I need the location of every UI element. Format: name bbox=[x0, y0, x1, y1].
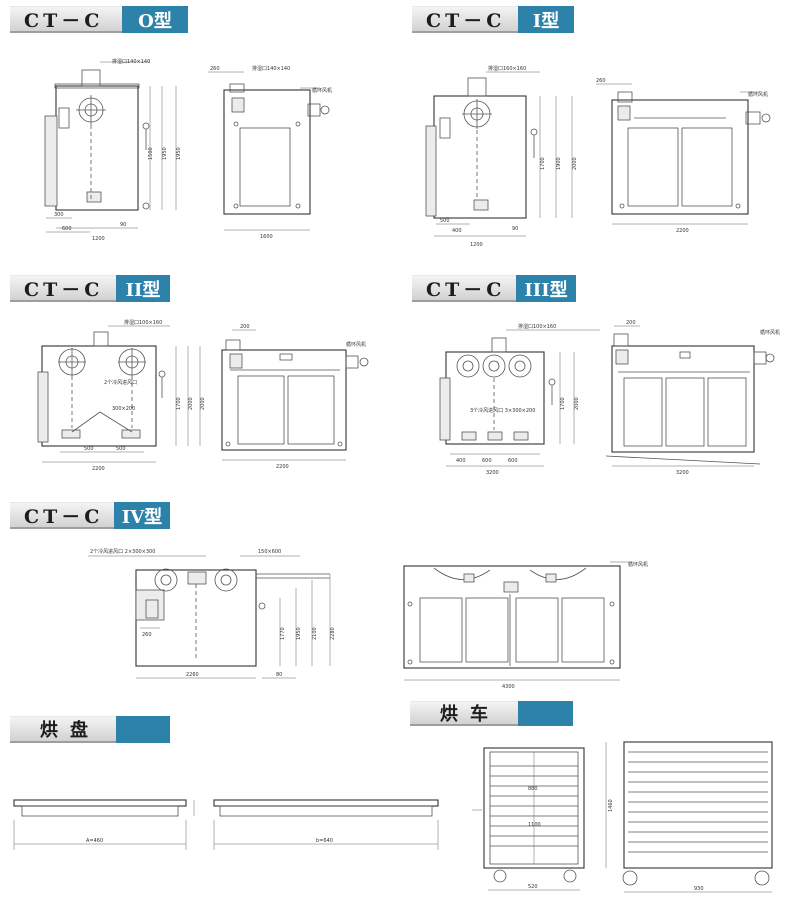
ii-dim-b: 500 bbox=[116, 446, 126, 452]
header-iii-prefix: CT－C bbox=[412, 275, 516, 302]
iii-dim-e: 2000 bbox=[574, 397, 580, 410]
i-side-dim-h: 260 bbox=[596, 78, 606, 84]
cart-dim-h2: 1100 bbox=[528, 822, 541, 828]
header-iv-type-badge: IV型 bbox=[114, 502, 170, 529]
header-ii-type: CT－C II型 bbox=[10, 275, 170, 302]
ii-dim-d: 2000 bbox=[188, 397, 194, 410]
o-side-dim-h: 260 bbox=[210, 66, 220, 72]
ii-side-dim-h: 200 bbox=[240, 324, 250, 330]
cart-side-dim: 1460 bbox=[608, 799, 614, 812]
ii-dim-a: 500 bbox=[84, 446, 94, 452]
cart-drawing: 880 1100 520 1460 930 bbox=[472, 741, 773, 893]
o-dim-b: 300 bbox=[54, 212, 64, 218]
i-control-label: 循环风机 bbox=[748, 91, 768, 98]
header-i-type: CT－C I型 bbox=[412, 6, 574, 33]
iv-dim-a: 260 bbox=[142, 632, 152, 638]
o-dim-c: 600 bbox=[62, 226, 72, 232]
i-type-front-view: 排湿口160×160 1200 500 400 90 1700 1900 200… bbox=[425, 65, 578, 248]
header-tray: 烘盘 bbox=[10, 716, 170, 743]
header-tray-badge bbox=[116, 716, 170, 743]
ii-vent-label: 2个冷风进风口 bbox=[104, 379, 137, 386]
iii-dim-c: 600 bbox=[508, 458, 518, 464]
tray-dim-b: b=640 bbox=[316, 838, 333, 844]
cart-side-shelves bbox=[628, 751, 768, 853]
iv-dim-e: 2280 bbox=[330, 627, 336, 640]
tray-drawing: A=460 b=640 bbox=[13, 799, 439, 850]
o-dim-d: 90 bbox=[120, 222, 126, 228]
iii-dim-a: 400 bbox=[456, 458, 466, 464]
header-ii-prefix: CT－C bbox=[10, 275, 116, 302]
iii-dim-b: 600 bbox=[482, 458, 492, 464]
o-dim-g: 1950 bbox=[176, 147, 182, 160]
header-i-type-badge: I型 bbox=[518, 6, 574, 33]
iii-dim-d: 1700 bbox=[560, 397, 566, 410]
header-o-type: CT－C O型 bbox=[10, 6, 188, 33]
i-inlet-label: 排湿口160×160 bbox=[488, 65, 526, 72]
ii-dim-w: 2200 bbox=[92, 466, 105, 472]
header-cart: 烘车 bbox=[410, 701, 573, 726]
iv-dim-d: 2100 bbox=[312, 627, 318, 640]
header-ii-type-badge: II型 bbox=[116, 275, 170, 302]
tray-dim-a: A=460 bbox=[86, 838, 103, 844]
iii-type-side-view: 循环风机 3200 200 bbox=[605, 320, 780, 476]
ii-side-dim-w: 2200 bbox=[276, 464, 289, 470]
cart-dim-h1: 880 bbox=[528, 786, 538, 792]
iv-type-front-view: 2个冷风进风口 2×300×300 150×600 2260 260 80 17… bbox=[88, 548, 336, 679]
o-side-dim-w: 1600 bbox=[260, 234, 273, 240]
iii-side-dim-h: 200 bbox=[626, 320, 636, 326]
iv-dim-w: 2260 bbox=[186, 672, 199, 678]
iv-dim-c: 1950 bbox=[296, 627, 302, 640]
header-cart-label: 烘车 bbox=[410, 701, 518, 726]
cart-dim-w2: 930 bbox=[694, 886, 704, 892]
o-type-side-view: 排湿口140×140 循环风机 1600 260 bbox=[208, 65, 332, 240]
iii-dim-w: 3200 bbox=[486, 470, 499, 476]
header-cart-badge bbox=[518, 701, 573, 726]
i-dim-f: 1900 bbox=[556, 157, 562, 170]
ii-inlet-label: 排湿口100×160 bbox=[124, 319, 162, 326]
o-inlet-label: 排湿口140×140 bbox=[112, 58, 150, 65]
header-iii-type: CT－C III型 bbox=[412, 275, 576, 302]
i-dim-e: 1700 bbox=[540, 157, 546, 170]
iv-inlet-label: 150×600 bbox=[258, 549, 281, 555]
header-i-prefix: CT－C bbox=[412, 6, 518, 33]
iv-type-side-view: 循环风机 4300 bbox=[403, 561, 648, 690]
iii-side-dim-w: 3200 bbox=[676, 470, 689, 476]
iv-side-dim-w: 4300 bbox=[502, 684, 515, 690]
o-dim-w: 1200 bbox=[92, 236, 105, 242]
iii-inlet-label: 排湿口100×160 bbox=[518, 323, 556, 330]
i-dim-b: 500 bbox=[440, 218, 450, 224]
iii-vent-label: 3个冷风进风口 3×300×200 bbox=[470, 407, 535, 414]
iv-dim-b: 1770 bbox=[280, 627, 286, 640]
o-control-label: 循环风机 bbox=[312, 87, 332, 94]
i-dim-d: 90 bbox=[512, 226, 518, 232]
ii-type-side-view: 循环风机 2200 200 bbox=[221, 324, 369, 470]
iii-type-front-view: 排湿口100×160 3个冷风进风口 3×300×200 3200 400 60… bbox=[439, 323, 600, 476]
iv-control-label: 循环风机 bbox=[628, 561, 648, 568]
iv-vent-label: 2个冷风进风口 2×300×300 bbox=[90, 548, 155, 555]
iv-dim-f: 80 bbox=[276, 672, 282, 678]
ii-control-label: 循环风机 bbox=[346, 341, 366, 348]
ii-dim-e: 2000 bbox=[200, 397, 206, 410]
ii-vent-size: 300×200 bbox=[112, 406, 135, 412]
iii-control-label: 循环风机 bbox=[760, 329, 780, 336]
header-iii-type-badge: III型 bbox=[516, 275, 576, 302]
i-dim-c: 400 bbox=[452, 228, 462, 234]
ii-type-front-view: 排湿口100×160 2个冷风进风口 300×200 2200 500 500 … bbox=[37, 319, 206, 472]
header-tray-label: 烘盘 bbox=[10, 716, 116, 743]
o-type-front-view: 排湿口140×140 1200 300 600 90 1500 1950 195… bbox=[44, 58, 182, 242]
i-dim-a: 1200 bbox=[470, 242, 483, 248]
header-iv-prefix: CT－C bbox=[10, 502, 114, 529]
i-dim-g: 2000 bbox=[572, 157, 578, 170]
o-dim-f: 1950 bbox=[162, 147, 168, 160]
ii-dim-c: 1700 bbox=[176, 397, 182, 410]
i-type-side-view: 循环风机 2200 260 bbox=[596, 78, 771, 234]
header-o-prefix: CT－C bbox=[10, 6, 122, 33]
header-o-type-badge: O型 bbox=[122, 6, 188, 33]
o-inlet2-label: 排湿口140×140 bbox=[252, 65, 290, 72]
header-iv-type: CT－C IV型 bbox=[10, 502, 170, 529]
o-dim-e: 1500 bbox=[148, 147, 154, 160]
i-side-dim-w: 2200 bbox=[676, 228, 689, 234]
cart-dim-w: 520 bbox=[528, 884, 538, 890]
